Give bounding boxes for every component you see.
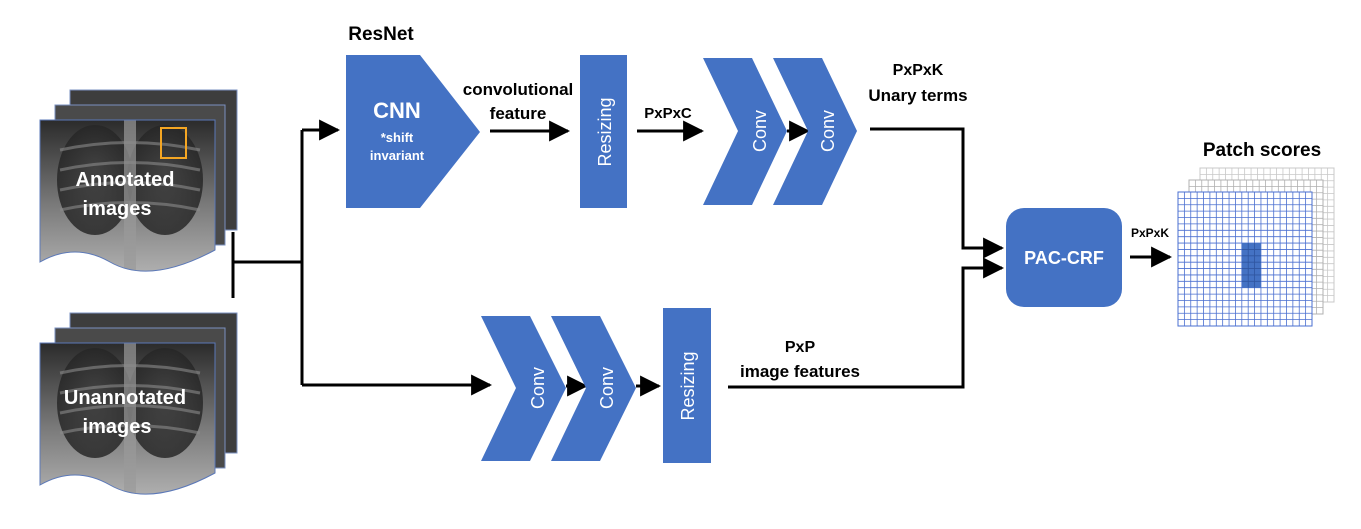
top-conv1-label: Conv bbox=[750, 110, 770, 152]
annotation-box bbox=[160, 127, 187, 159]
bottom-conv1-block: Conv bbox=[481, 316, 566, 461]
annotated-label-line2: images bbox=[83, 198, 152, 220]
bottom-dims-label: PxP bbox=[785, 339, 816, 356]
unary-terms-label: Unary terms bbox=[868, 86, 967, 105]
resized-dims-label: PxPxC bbox=[644, 105, 692, 122]
xray-front-sheet bbox=[40, 120, 215, 272]
input-connectors bbox=[231, 119, 493, 396]
unannotated-label-line2: images bbox=[83, 416, 152, 438]
top-conv2-block: Conv bbox=[773, 58, 857, 205]
xray-front-sheet bbox=[40, 343, 215, 495]
cnn-label: CNN bbox=[373, 98, 421, 123]
feature-label-line2: feature bbox=[490, 104, 547, 123]
annotated-label-line1: Annotated bbox=[76, 169, 175, 191]
feature-label-line1: convolutional bbox=[463, 80, 574, 99]
cnn-note-line2: invariant bbox=[370, 148, 425, 163]
unannotated-images-stack: Unannotated images bbox=[39, 312, 238, 495]
top-resizing-label: Resizing bbox=[595, 97, 615, 166]
image-features-label: image features bbox=[740, 362, 860, 381]
annotated-images-stack: Annotated images bbox=[39, 89, 238, 272]
unannotated-label-line1: Unannotated bbox=[64, 387, 186, 409]
cnn-note-line1: *shift bbox=[381, 130, 414, 145]
cnn-block: CNN *shift invariant bbox=[346, 55, 480, 208]
pac-crf-block: PAC-CRF bbox=[1006, 208, 1122, 307]
top-resizing-block: Resizing bbox=[580, 55, 627, 208]
bottom-conv2-label: Conv bbox=[597, 367, 617, 409]
highlighted-patch-grid bbox=[1241, 243, 1261, 288]
arrow-features-to-crf bbox=[728, 257, 1005, 389]
bottom-resizing-label: Resizing bbox=[678, 351, 698, 420]
bottom-conv2-block: Conv bbox=[551, 316, 636, 461]
pac-crf-label: PAC-CRF bbox=[1024, 248, 1104, 268]
highlighted-patch bbox=[1241, 243, 1261, 288]
top-conv2-label: Conv bbox=[818, 110, 838, 152]
patch-scores-title: Patch scores bbox=[1203, 140, 1321, 161]
top-conv1-block: Conv bbox=[703, 58, 787, 205]
arrow-unary-to-crf bbox=[870, 127, 1005, 259]
bottom-resizing-block: Resizing bbox=[663, 308, 711, 463]
bottom-conv1-label: Conv bbox=[528, 367, 548, 409]
unary-dims-label: PxPxK bbox=[893, 62, 944, 79]
resnet-title: ResNet bbox=[348, 24, 414, 45]
patch-scores-grids bbox=[1177, 167, 1335, 327]
output-dims-label: PxPxK bbox=[1131, 226, 1169, 240]
